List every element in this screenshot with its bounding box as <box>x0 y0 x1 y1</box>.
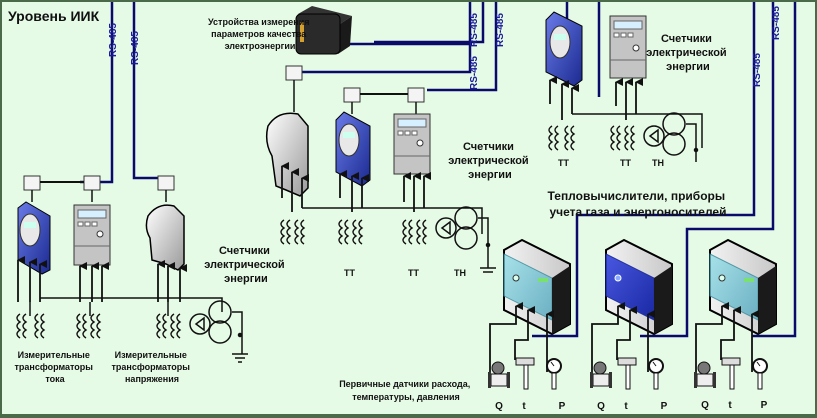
flow-sensor-icon <box>694 361 716 388</box>
sensor-t-label-1: t <box>522 401 526 412</box>
temperature-sensor-icon <box>721 357 741 390</box>
sensor-labels: Q t P Q t P Q t P <box>495 400 768 412</box>
meter-blue-left <box>17 201 51 275</box>
pq-device-label: Устройства измерения параметров качества… <box>208 17 312 51</box>
center-group-arrows <box>281 162 431 212</box>
rs485-label-2: RS-485 <box>130 31 141 65</box>
rs485-label-1: RS-485 <box>108 23 119 57</box>
svg-text:RS-485: RS-485 <box>108 23 119 57</box>
heat-calculator-1 <box>503 238 571 336</box>
meter-blue-right <box>545 11 583 87</box>
heat-calculator-2 <box>605 238 673 336</box>
tt-label-1: ТТ <box>344 268 355 278</box>
svg-text:RS-485: RS-485 <box>752 53 763 87</box>
voltage-transformer-right <box>643 112 699 162</box>
meter-induction-left <box>145 204 185 271</box>
sensor-q-label-1: Q <box>495 401 503 412</box>
svg-text:RS-485: RS-485 <box>771 6 782 40</box>
meter-gray-left <box>73 204 111 266</box>
sensor-set-3 <box>694 357 768 390</box>
rs485-label-6: RS-485 <box>752 53 763 87</box>
meters-label-left: Счетчики электрической энергии <box>204 245 288 285</box>
rs485-label-7: RS-485 <box>771 6 782 40</box>
svg-text:RS-485: RS-485 <box>130 31 141 65</box>
sensor-p-label-1: P <box>559 401 566 412</box>
sensor-t-label-3: t <box>728 400 732 411</box>
sensor-t-label-2: t <box>624 401 628 412</box>
rs485-bus-lines <box>80 2 797 338</box>
sensor-p-label-3: P <box>761 400 768 411</box>
rs485-label-3: RS-485 <box>469 13 480 47</box>
voltage-transformer-center <box>435 206 496 273</box>
current-transformers-left <box>16 313 182 339</box>
flow-sensor-icon <box>590 361 612 388</box>
power-quality-device <box>295 6 352 55</box>
flow-sensor-icon <box>488 361 510 388</box>
temperature-sensor-icon <box>617 357 637 390</box>
sensor-set-2 <box>590 357 664 390</box>
rs485-label-5: RS-485 <box>495 13 506 47</box>
heat-calculators-label: Тепловычислители, приборы учета газа и э… <box>548 189 729 219</box>
meter-gray-right <box>609 15 647 79</box>
vt-label: Измерительные трансформаторы напряжения <box>111 350 192 384</box>
current-transformers-center <box>280 219 428 245</box>
svg-text:RS-485: RS-485 <box>469 56 480 90</box>
meter-gray-center <box>393 113 431 175</box>
ct-label: Измерительные трансформаторы тока <box>14 350 95 384</box>
current-transformers-right <box>548 125 636 151</box>
heat-calculator-3 <box>709 238 777 336</box>
sensor-p-label-2: P <box>661 401 668 412</box>
meters-label-right: Счетчики электрической энергии <box>646 33 730 73</box>
meter-blue-center <box>335 111 371 187</box>
pressure-gauge-icon <box>546 358 562 390</box>
rs485-label-4: RS-485 <box>469 56 480 90</box>
pressure-gauge-icon <box>752 358 768 390</box>
left-group-arrows <box>17 256 187 302</box>
svg-text:RS-485: RS-485 <box>469 13 480 47</box>
level-title: Уровень ИИК <box>8 8 100 24</box>
pressure-gauge-icon <box>648 358 664 390</box>
tn-label-1: ТН <box>454 268 466 278</box>
tn-label-2: ТН <box>652 158 664 168</box>
sensors-label: Первичные датчики расхода, температуры, … <box>339 379 473 402</box>
temperature-sensor-icon <box>515 357 535 390</box>
voltage-transformer-left <box>189 300 248 363</box>
tt-label-4: ТТ <box>620 158 631 168</box>
left-group-wires <box>29 297 223 316</box>
sensor-q-label-3: Q <box>701 400 709 411</box>
tt-label-2: ТТ <box>408 268 419 278</box>
meters-label-center: Счетчики электрической энергии <box>448 141 532 181</box>
sensor-q-label-2: Q <box>597 401 605 412</box>
svg-text:RS-485: RS-485 <box>495 13 506 47</box>
tt-label-3: ТТ <box>558 158 569 168</box>
sensor-wires <box>489 302 759 374</box>
sensor-set-1 <box>488 357 562 390</box>
junction-drops <box>31 80 417 202</box>
